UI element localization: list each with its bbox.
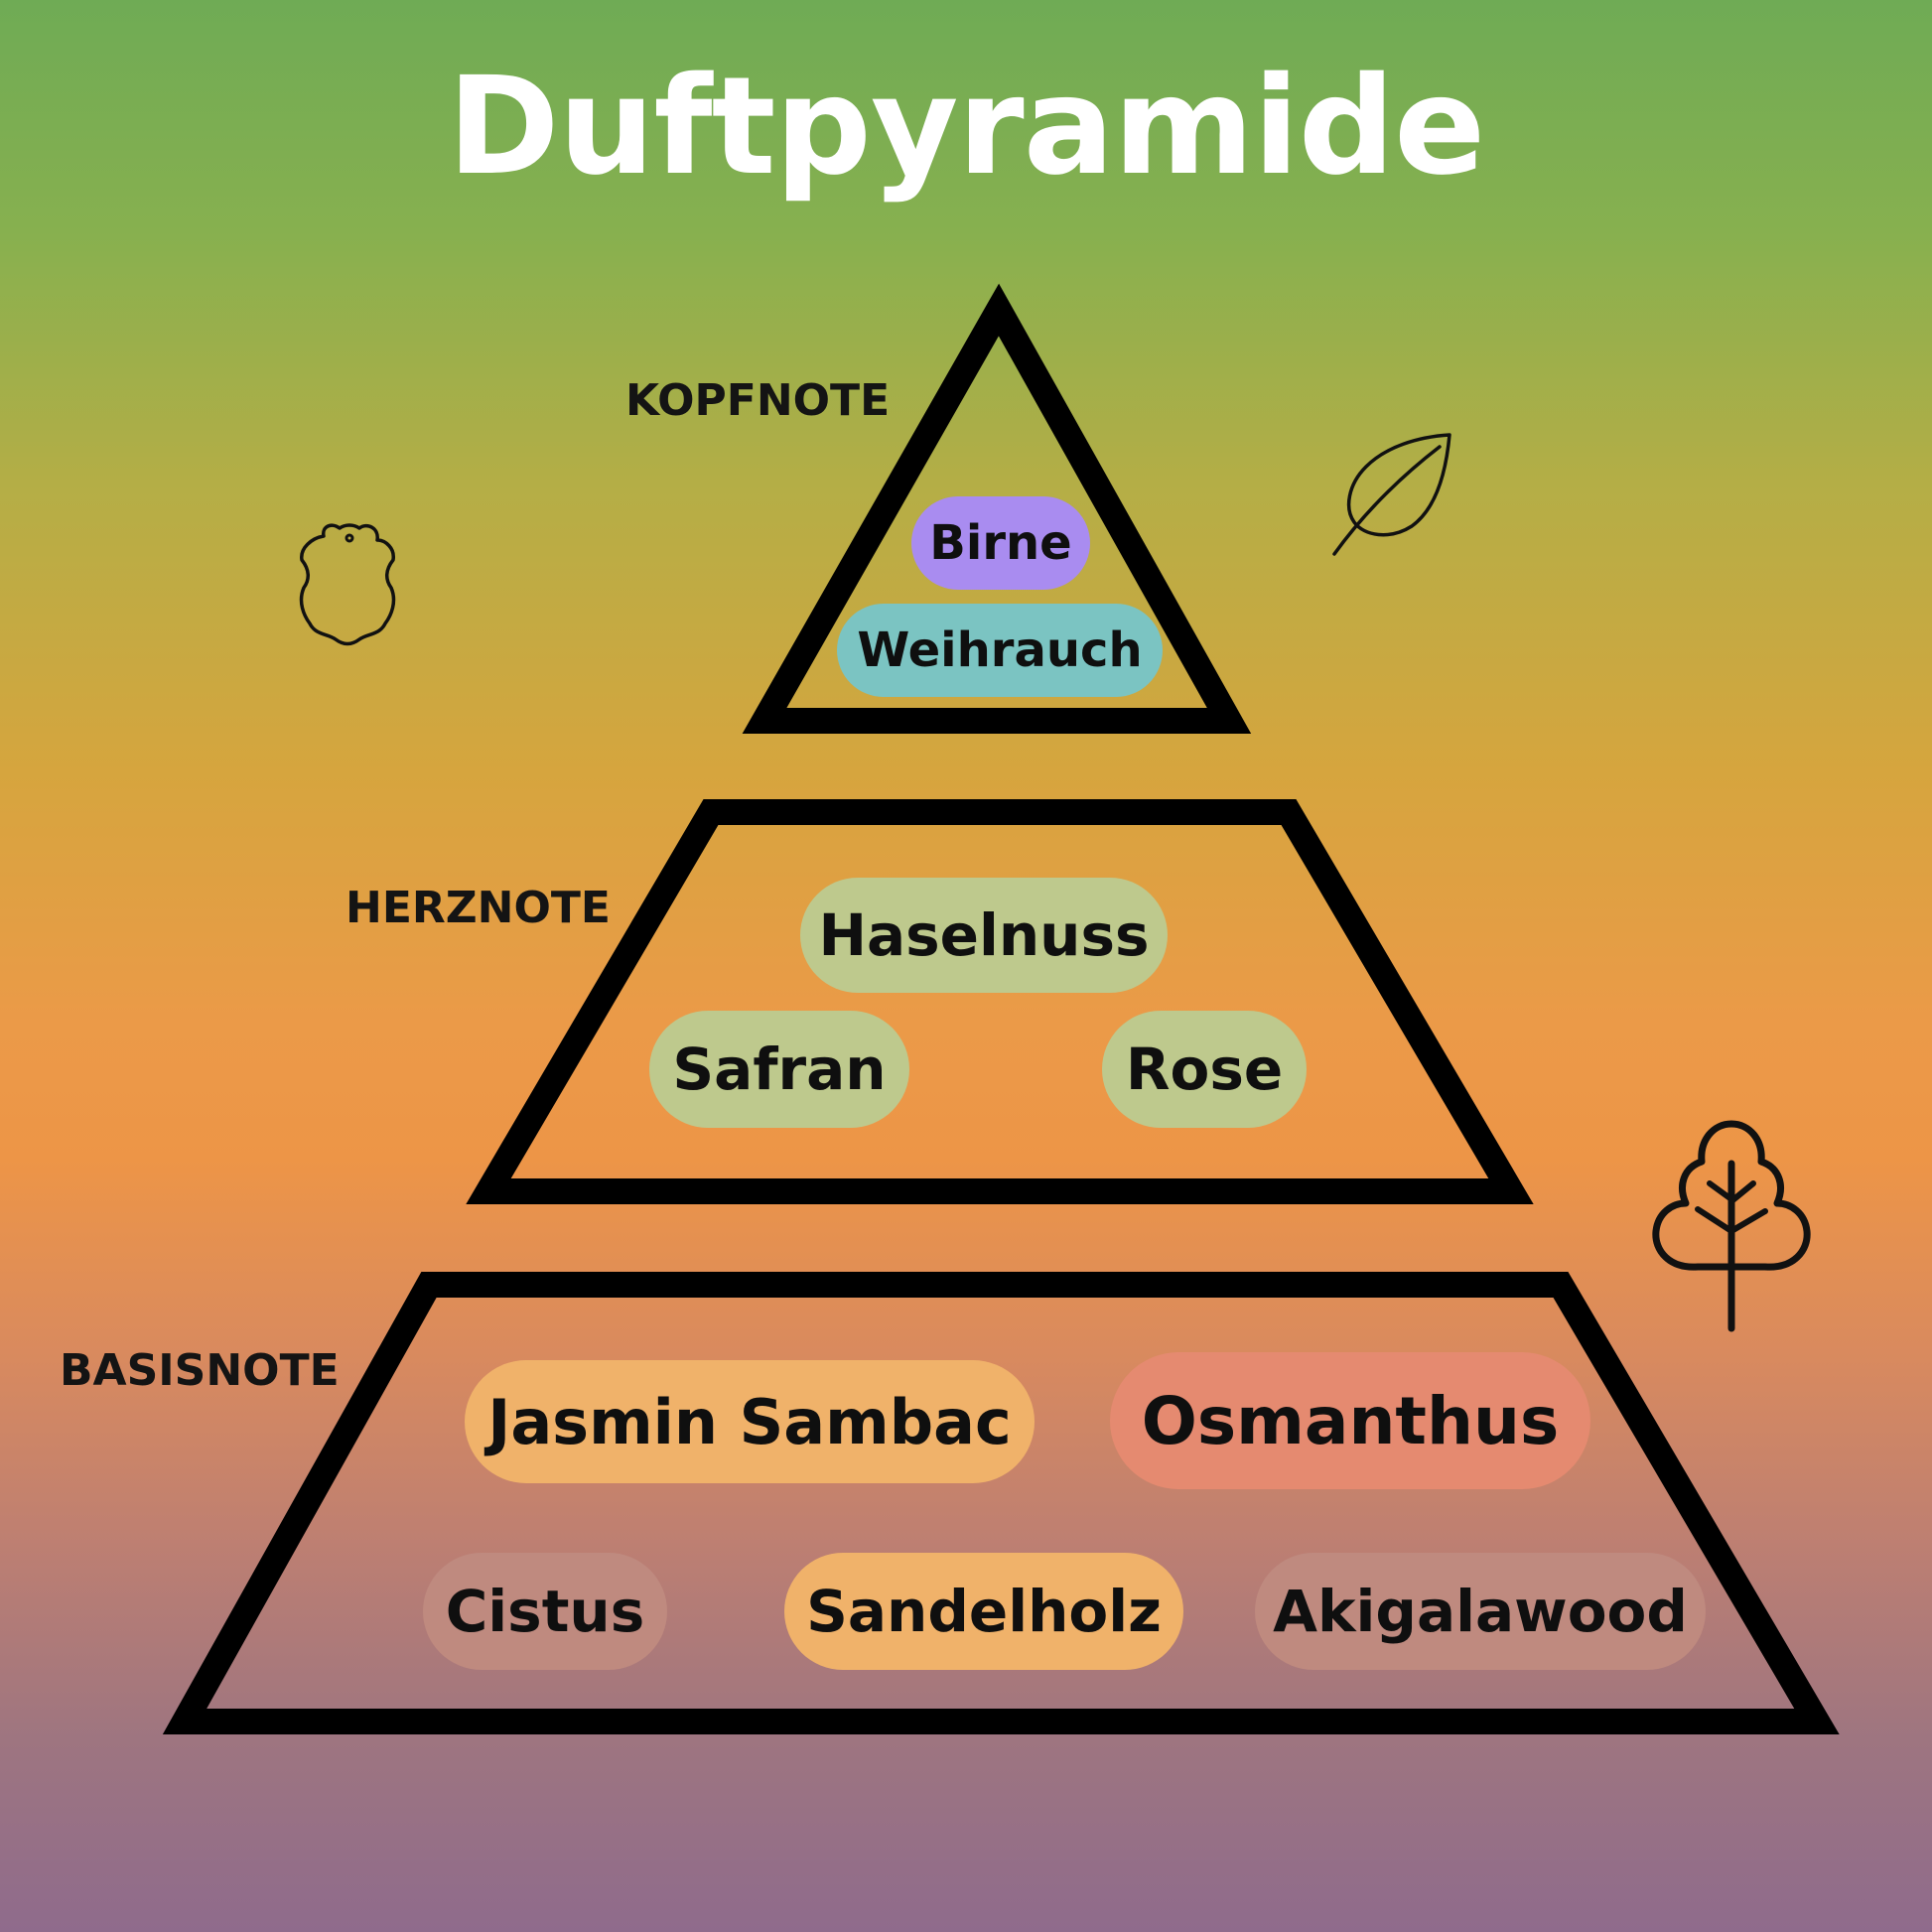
note-pill: Birne [911, 496, 1090, 590]
tree-icon [1652, 1120, 1811, 1332]
note-pill: Rose [1102, 1011, 1307, 1128]
note-label: Rose [1125, 1035, 1284, 1103]
note-label: Safran [672, 1035, 887, 1103]
leaf-icon [1332, 433, 1451, 556]
note-label: Sandelholz [806, 1578, 1162, 1645]
pyramid-top-tier [742, 283, 1252, 734]
note-pill: Safran [649, 1011, 909, 1128]
pyramid-middle-tier [466, 799, 1534, 1204]
note-pill: Sandelholz [784, 1553, 1183, 1670]
note-label: Weihrauch [857, 622, 1143, 678]
note-pill: Weihrauch [837, 604, 1163, 697]
note-label: Akigalawood [1273, 1578, 1688, 1645]
pyramid-base-tier [162, 1272, 1840, 1734]
note-pill: Akigalawood [1255, 1553, 1706, 1670]
page-title: Duftpyramide [447, 49, 1486, 206]
note-label: Osmanthus [1141, 1382, 1560, 1459]
note-label: Birne [929, 515, 1072, 571]
leather-icon [299, 523, 396, 646]
note-label: Cistus [445, 1578, 645, 1645]
note-pill: Osmanthus [1110, 1352, 1590, 1489]
note-label: Haselnuss [818, 901, 1150, 969]
note-label: Jasmin Sambac [487, 1385, 1012, 1458]
note-pill: Jasmin Sambac [465, 1360, 1035, 1483]
label-herznote: HERZNOTE [345, 883, 611, 933]
note-pill: Cistus [423, 1553, 667, 1670]
note-pill: Haselnuss [800, 878, 1168, 993]
label-basisnote: BASISNOTE [60, 1345, 340, 1396]
label-kopfnote: KOPFNOTE [625, 375, 891, 426]
